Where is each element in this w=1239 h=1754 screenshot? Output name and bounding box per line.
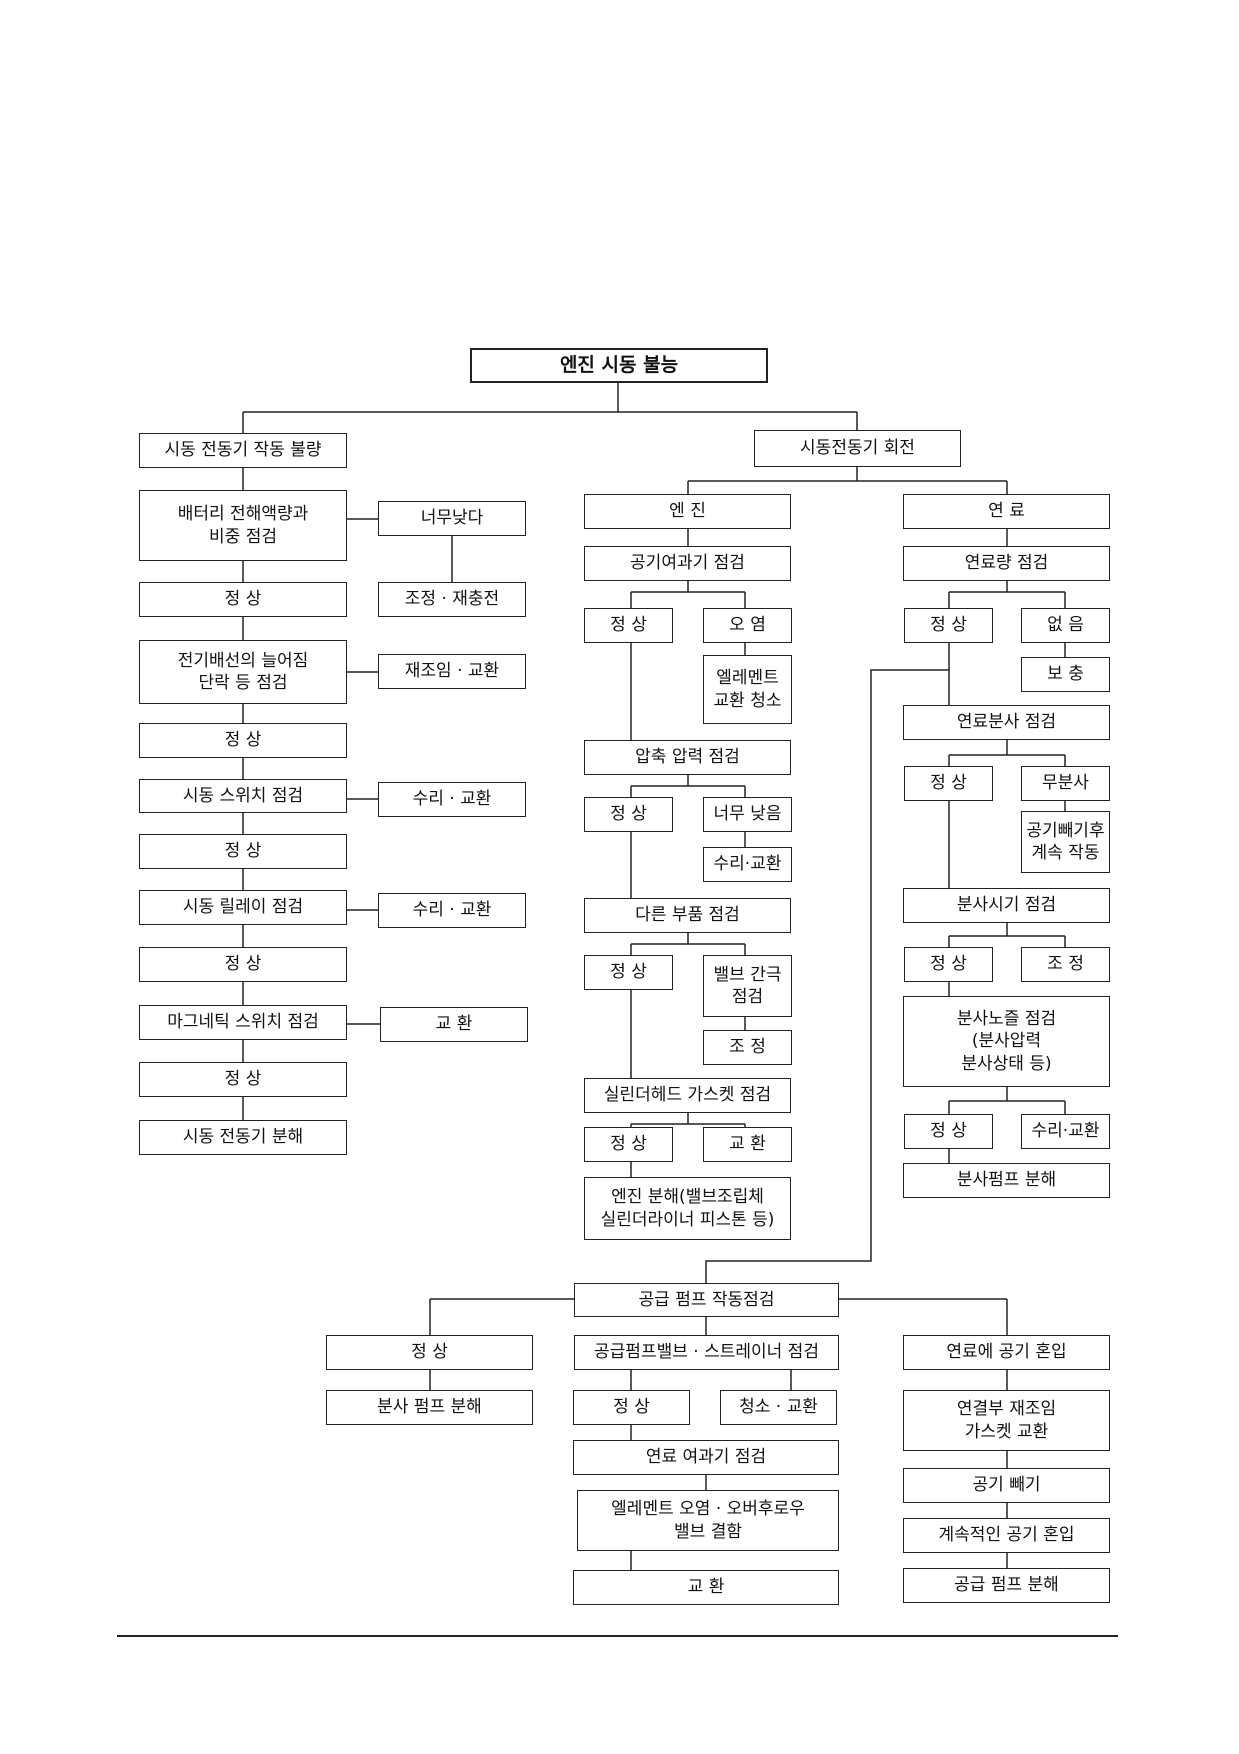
engine-normal-node-2: 정 상 <box>584 797 673 832</box>
filter-replace-node: 교 환 <box>573 1570 839 1605</box>
valve-adjust-node: 조 정 <box>703 1030 792 1065</box>
valve-strainer-check-node: 공급펌프밸브 · 스트레이너 점검 <box>574 1335 839 1370</box>
starter-rotation-node: 시동전동기 회전 <box>754 430 961 467</box>
clean-replace-node: 청소 · 교환 <box>720 1390 837 1425</box>
starter-normal-node-1: 정 상 <box>139 582 347 617</box>
contamination-node: 오 염 <box>703 608 792 643</box>
root-node: 엔진 시동 불능 <box>470 348 768 383</box>
adjust-recharge-node: 조정 · 재충전 <box>378 582 526 617</box>
fuel-normal-node-4: 정 상 <box>904 1114 993 1149</box>
no-injection-node: 무분사 <box>1021 766 1110 801</box>
air-in-fuel-node: 연료에 공기 혼입 <box>903 1335 1110 1370</box>
injection-timing-check-node: 분사시기 점검 <box>903 888 1110 923</box>
engine-normal-node-4: 정 상 <box>584 1127 673 1162</box>
element-fault-node: 엘레멘트 오염 · 오버후로우 밸브 결함 <box>577 1490 839 1551</box>
joint-reassemble-node: 연결부 재조임 가스켓 교환 <box>903 1390 1110 1451</box>
supply-pump-disassemble-node: 공급 펌프 분해 <box>903 1568 1110 1603</box>
starter-normal-node-5: 정 상 <box>139 1062 347 1097</box>
starter-normal-node-3: 정 상 <box>139 834 347 869</box>
air-bleed-node: 공기 빼기 <box>903 1468 1110 1503</box>
engine-normal-node-3: 정 상 <box>584 955 673 990</box>
injection-pump-disassemble-node: 분사펌프 분해 <box>903 1163 1110 1198</box>
fuel-none-node: 없 음 <box>1021 608 1110 643</box>
bleed-continue-node: 공기빼기후 계속 작동 <box>1021 811 1110 873</box>
element-clean-node: 엘레멘트 교환 청소 <box>703 655 792 724</box>
supply-normal-node: 정 상 <box>326 1335 533 1370</box>
starter-normal-node-4: 정 상 <box>139 947 347 982</box>
fuel-level-check-node: 연료량 점검 <box>903 546 1110 581</box>
reassemble-replace-node: 재조임 · 교환 <box>378 654 526 689</box>
starter-disassemble-node: 시동 전동기 분해 <box>139 1120 347 1155</box>
air-filter-check-node: 공기여과기 점검 <box>584 546 791 581</box>
relay-repair-replace-node: 수리 · 교환 <box>378 893 526 928</box>
switch-repair-replace-node: 수리 · 교환 <box>378 782 526 817</box>
compression-too-low-node: 너무 낮음 <box>703 797 792 832</box>
magnetic-switch-check-node: 마그네틱 스위치 점검 <box>139 1005 347 1040</box>
compression-check-node: 압축 압력 점검 <box>584 740 791 775</box>
nozzle-check-node: 분사노즐 점검 (분사압력 분사상태 등) <box>903 996 1110 1087</box>
fuel-node: 연 료 <box>903 494 1110 529</box>
wiring-check-node: 전기배선의 늘어짐 단락 등 점검 <box>139 640 347 704</box>
valve-gap-check-node: 밸브 간극 점검 <box>703 955 792 1017</box>
starter-fail-node: 시동 전동기 작동 불량 <box>139 433 347 468</box>
relay-check-node: 시동 릴레이 점검 <box>139 890 347 925</box>
fuel-normal-node-3: 정 상 <box>904 947 993 982</box>
timing-adjust-node: 조 정 <box>1021 947 1110 982</box>
compression-repair-replace-node: 수리·교환 <box>703 847 792 882</box>
engine-disassemble-node: 엔진 분해(밸브조립체 실린더라이너 피스톤 등) <box>584 1177 791 1240</box>
other-parts-check-node: 다른 부품 점검 <box>584 898 791 933</box>
fuel-refill-node: 보 충 <box>1021 657 1110 692</box>
starter-normal-node-2: 정 상 <box>139 723 347 758</box>
supply-normal-node-2: 정 상 <box>573 1390 690 1425</box>
gasket-replace-node: 교 환 <box>703 1127 792 1162</box>
continuous-air-node: 계속적인 공기 혼입 <box>903 1518 1110 1553</box>
fuel-normal-node-2: 정 상 <box>904 766 993 801</box>
engine-node: 엔 진 <box>584 494 791 529</box>
battery-check-node: 배터리 전해액량과 비중 점검 <box>139 490 347 561</box>
nozzle-repair-replace-node: 수리·교환 <box>1021 1114 1110 1149</box>
battery-too-low-node: 너무낮다 <box>378 501 526 536</box>
injection-pump-disassemble-node-2: 분사 펌프 분해 <box>326 1390 533 1425</box>
supply-pump-check-node: 공급 펌프 작동점검 <box>574 1283 839 1317</box>
fuel-filter-check-node: 연료 여과기 점검 <box>573 1440 839 1475</box>
footer-rule <box>117 1635 1118 1637</box>
engine-normal-node-1: 정 상 <box>584 608 673 643</box>
fuel-injection-check-node: 연료분사 점검 <box>903 705 1110 740</box>
magnetic-replace-node: 교 환 <box>380 1007 528 1042</box>
gasket-check-node: 실린더헤드 가스켓 점검 <box>584 1078 791 1113</box>
fuel-normal-node-1: 정 상 <box>904 608 993 643</box>
switch-check-node: 시동 스위치 점검 <box>139 779 347 813</box>
